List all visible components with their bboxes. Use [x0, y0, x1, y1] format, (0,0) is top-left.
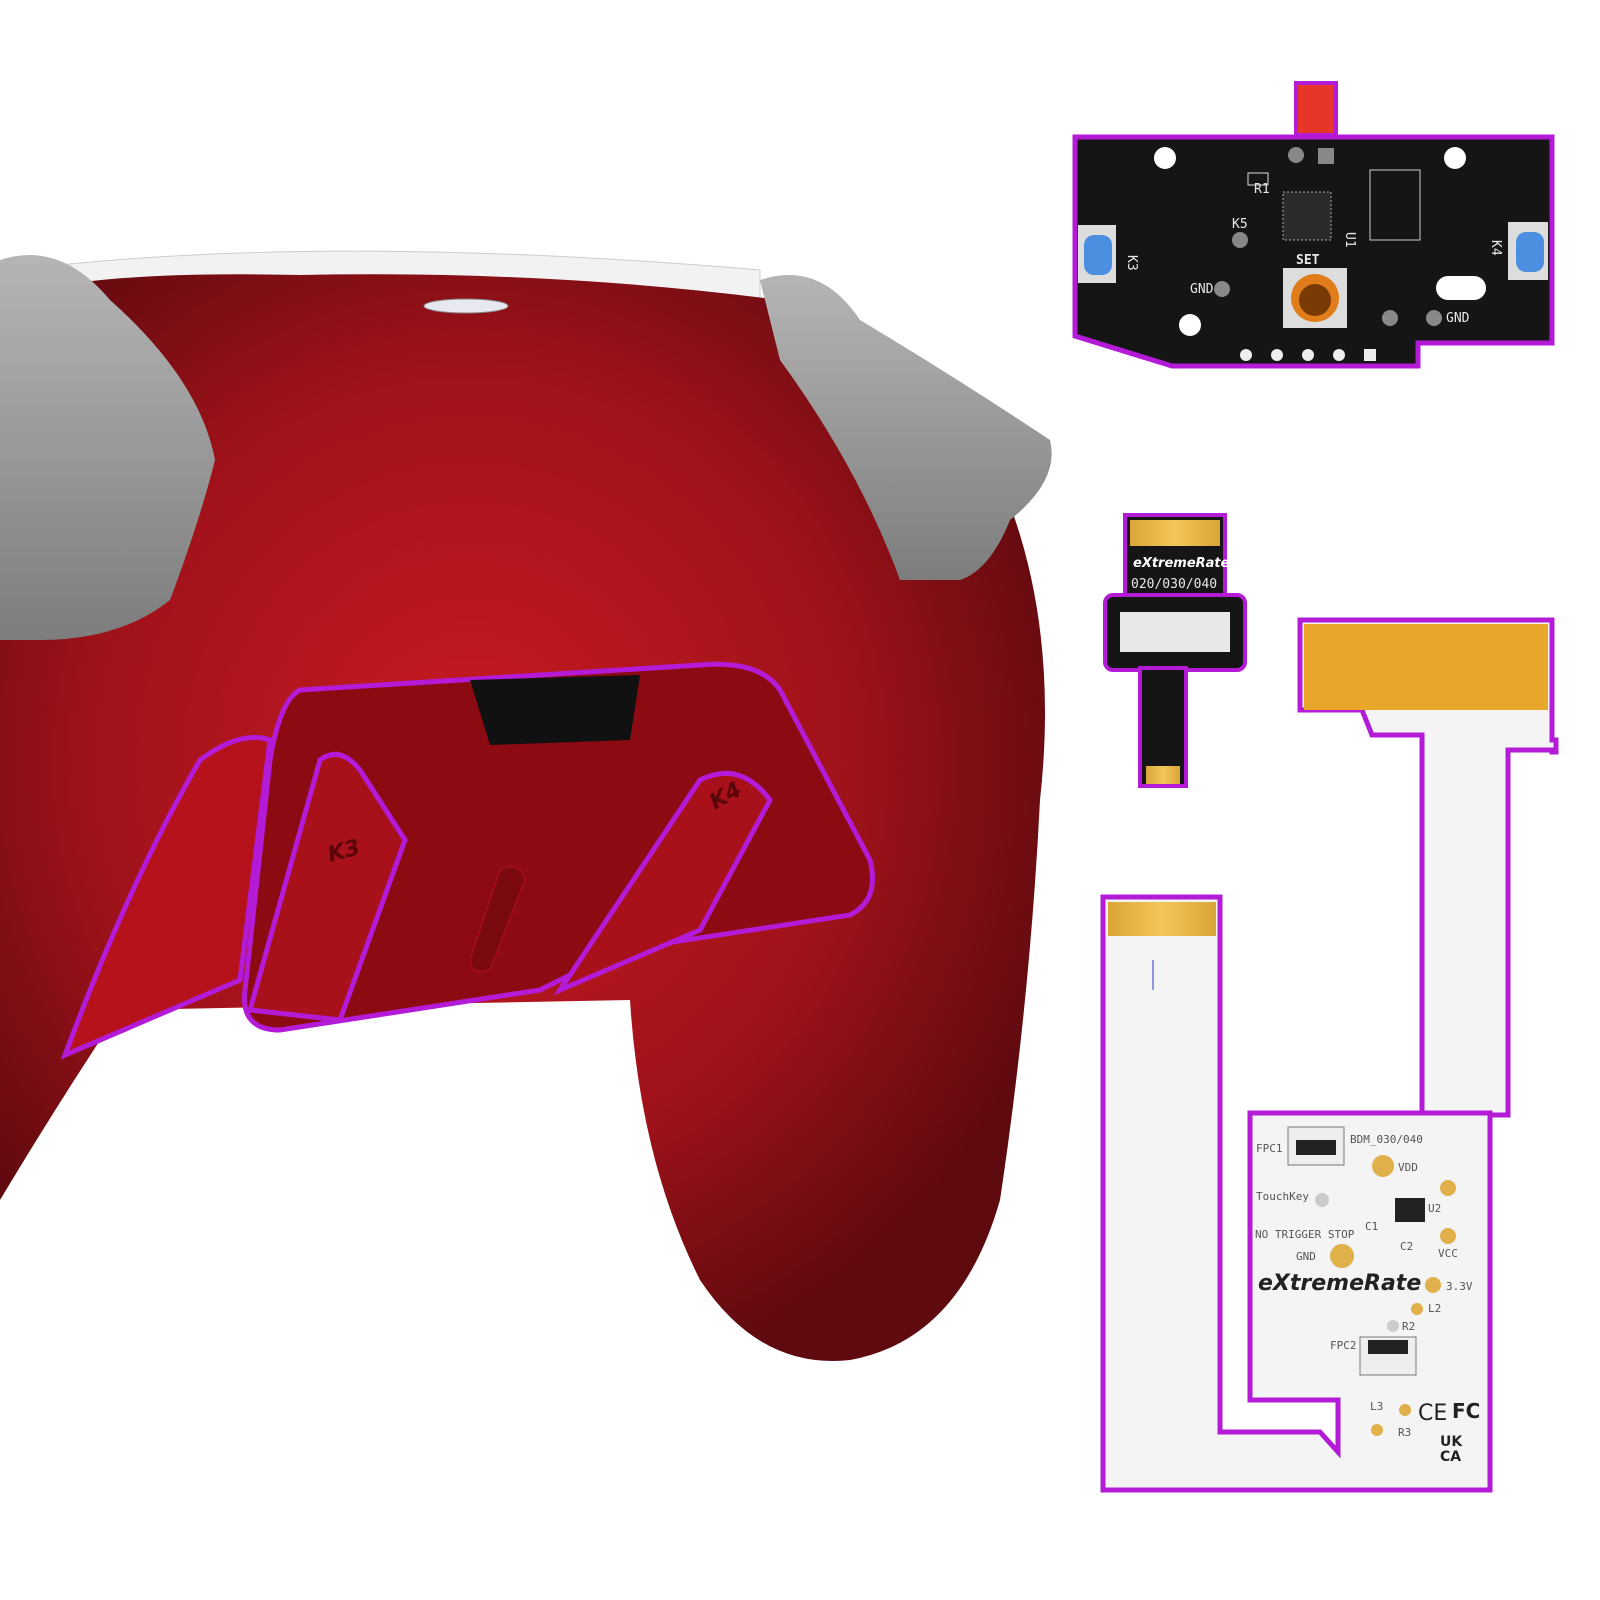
svg-text:GND: GND: [1296, 1250, 1316, 1263]
small-cable-brand: eXtremeRate: [1133, 556, 1230, 571]
back-button-module: [241, 661, 875, 1033]
svg-text:U1: U1: [1342, 232, 1357, 248]
k3-label: K3: [1124, 255, 1139, 271]
controller: K3 K4: [0, 250, 1052, 1362]
main-pcb: K3 K4 K5 U1 R1 SET GND GND: [1072, 81, 1555, 369]
svg-text:3.3V: 3.3V: [1446, 1280, 1473, 1293]
svg-text:VCC: VCC: [1438, 1247, 1458, 1260]
ce-mark: CE: [1418, 1401, 1447, 1426]
svg-text:NO TRIGGER STOP: NO TRIGGER STOP: [1255, 1228, 1355, 1241]
light-bar: [423, 298, 509, 314]
set-label: SET: [1296, 253, 1320, 268]
svg-text:TouchKey: TouchKey: [1256, 1190, 1309, 1203]
svg-text:FPC1: FPC1: [1256, 1142, 1283, 1155]
svg-text:R2: R2: [1402, 1320, 1415, 1333]
left-trigger: [0, 255, 215, 640]
chip-u1: [1282, 191, 1332, 241]
paddle-k3: [246, 751, 408, 1023]
svg-text:BDM_030/040: BDM_030/040: [1350, 1133, 1423, 1146]
svg-text:VDD: VDD: [1398, 1161, 1418, 1174]
svg-text:GND: GND: [1190, 282, 1214, 297]
ukca-mark-ca: CA: [1440, 1449, 1461, 1465]
left-paddle: [60, 735, 273, 1060]
svg-text:C1: C1: [1365, 1220, 1378, 1233]
module-slot: [470, 675, 640, 745]
toggle-switch: [469, 866, 526, 972]
svg-text:GND: GND: [1446, 311, 1470, 326]
small-flex-cable: eXtremeRate 020/030/040: [1103, 513, 1247, 788]
k3-button-blue: [1084, 235, 1112, 275]
k5-label: K5: [1232, 217, 1248, 232]
large-flex-board: BDM_030/040 FPC1 VDD TouchKey U2 C1 C2 V…: [1100, 617, 1559, 1493]
svg-text:R1: R1: [1254, 182, 1270, 197]
svg-text:L2: L2: [1428, 1302, 1441, 1315]
paddle-k4: [553, 770, 773, 996]
flex-board-brand: eXtremeRate: [1258, 1271, 1421, 1296]
svg-text:C2: C2: [1400, 1240, 1413, 1253]
red-connector: [1294, 81, 1338, 137]
svg-text:R3: R3: [1398, 1426, 1411, 1439]
small-cable-model: 020/030/040: [1131, 577, 1217, 592]
k4-label: K4: [1488, 240, 1503, 256]
ukca-mark-uk: UK: [1440, 1434, 1463, 1450]
right-trigger: [760, 275, 1052, 580]
fc-mark: FC: [1452, 1399, 1480, 1423]
svg-text:L3: L3: [1370, 1400, 1383, 1413]
svg-text:U2: U2: [1428, 1202, 1441, 1215]
svg-text:FPC2: FPC2: [1330, 1339, 1357, 1352]
